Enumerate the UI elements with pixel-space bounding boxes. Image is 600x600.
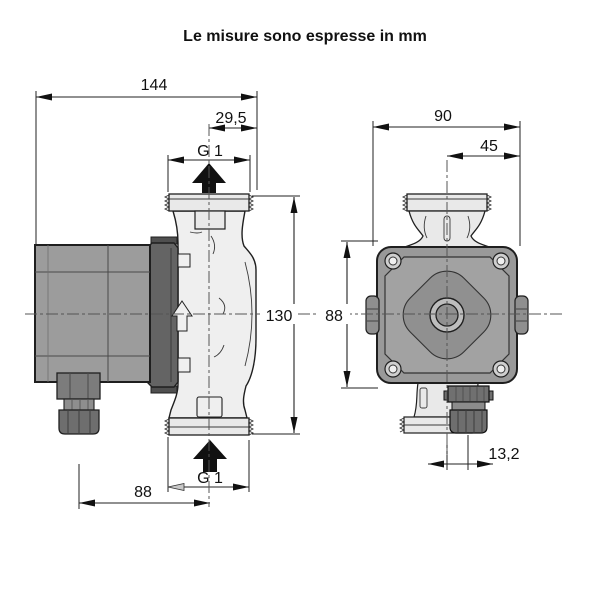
corner-screw-bottom-left	[384, 360, 402, 378]
volute-stroke-4	[189, 231, 203, 234]
dimension-axis-to-gland	[78, 464, 210, 509]
dimension-overall-width	[372, 121, 521, 246]
left-ear	[365, 295, 380, 335]
dim-arrowhead	[290, 417, 298, 433]
dim-label-g1-top: G 1	[197, 143, 223, 160]
corner-screw-top-right	[492, 252, 510, 270]
bottom-flange-thread-right	[247, 418, 255, 436]
top-flange-thread-left	[163, 194, 171, 212]
dim-arrowhead	[36, 93, 52, 101]
label-mask-130	[260, 304, 297, 324]
dim-arrowhead	[343, 371, 351, 387]
dim-arrowhead	[504, 152, 520, 160]
dimension-half-width	[447, 152, 520, 160]
dim-label-90: 90	[434, 108, 452, 125]
dim-label-g1-bottom: G 1	[197, 470, 223, 487]
dim-arrowhead	[428, 460, 444, 468]
bottom-flange-thread-left	[163, 418, 171, 436]
top-flange-thread-right	[247, 194, 255, 212]
front-cable-gland	[443, 385, 494, 434]
dim-arrowhead	[477, 460, 493, 468]
front-neck-stroke-left	[423, 215, 428, 239]
dim-label-29-5: 29,5	[215, 110, 246, 127]
bleed-boss-bottom	[177, 357, 191, 373]
dim-arrowhead	[234, 156, 250, 164]
dimension-body-height	[341, 240, 378, 389]
front-bottom-flange-thread	[398, 417, 406, 433]
dim-arrowhead	[168, 156, 184, 164]
union-nut	[194, 210, 226, 230]
dim-arrowhead	[373, 123, 389, 131]
dim-label-130: 130	[266, 308, 293, 325]
dim-label-13-2: 13,2	[488, 446, 519, 463]
dim-arrowhead	[241, 124, 257, 132]
dim-arrowhead-hollow	[167, 483, 185, 491]
right-ear	[514, 295, 529, 335]
dim-arrowhead	[447, 152, 463, 160]
dim-arrowhead	[290, 197, 298, 213]
dim-arrowhead	[79, 499, 95, 507]
dim-arrowhead	[209, 124, 225, 132]
corner-screw-bottom-right	[492, 360, 510, 378]
dim-arrowhead	[241, 93, 257, 101]
drawing-title: Le misure sono espresse in mm	[183, 28, 427, 45]
gland-neck	[63, 398, 95, 411]
label-mask-88-front	[319, 304, 350, 324]
dim-arrowhead	[343, 242, 351, 258]
dimension-gland-offset	[428, 435, 493, 470]
dim-label-88-front: 88	[325, 308, 343, 325]
flow-arrow-bottom-icon	[193, 440, 227, 472]
front-neck-stroke-right	[466, 215, 471, 239]
side-view	[34, 193, 257, 436]
volute-body	[168, 210, 257, 419]
corner-screw-top-left	[384, 252, 402, 270]
front-bottom-neck-slot	[419, 387, 428, 409]
dim-label-144: 144	[141, 77, 168, 94]
volute-stroke-2	[218, 297, 226, 315]
dim-arrowhead	[233, 483, 249, 491]
dimension-overall-length	[35, 91, 258, 244]
volute-stroke-1	[210, 235, 216, 255]
front-flange-thread-right	[485, 194, 493, 212]
flow-arrow-volute-icon	[171, 300, 193, 332]
volute-stroke-3	[213, 344, 225, 358]
dimension-port-offset	[209, 124, 257, 132]
dim-arrowhead	[504, 123, 520, 131]
dim-label-45: 45	[480, 138, 498, 155]
terminal-box	[56, 372, 101, 400]
bleed-boss-top	[177, 253, 191, 268]
dim-arrowhead	[194, 499, 210, 507]
front-flange-thread-left	[401, 194, 409, 212]
dim-label-88-side: 88	[134, 484, 152, 501]
